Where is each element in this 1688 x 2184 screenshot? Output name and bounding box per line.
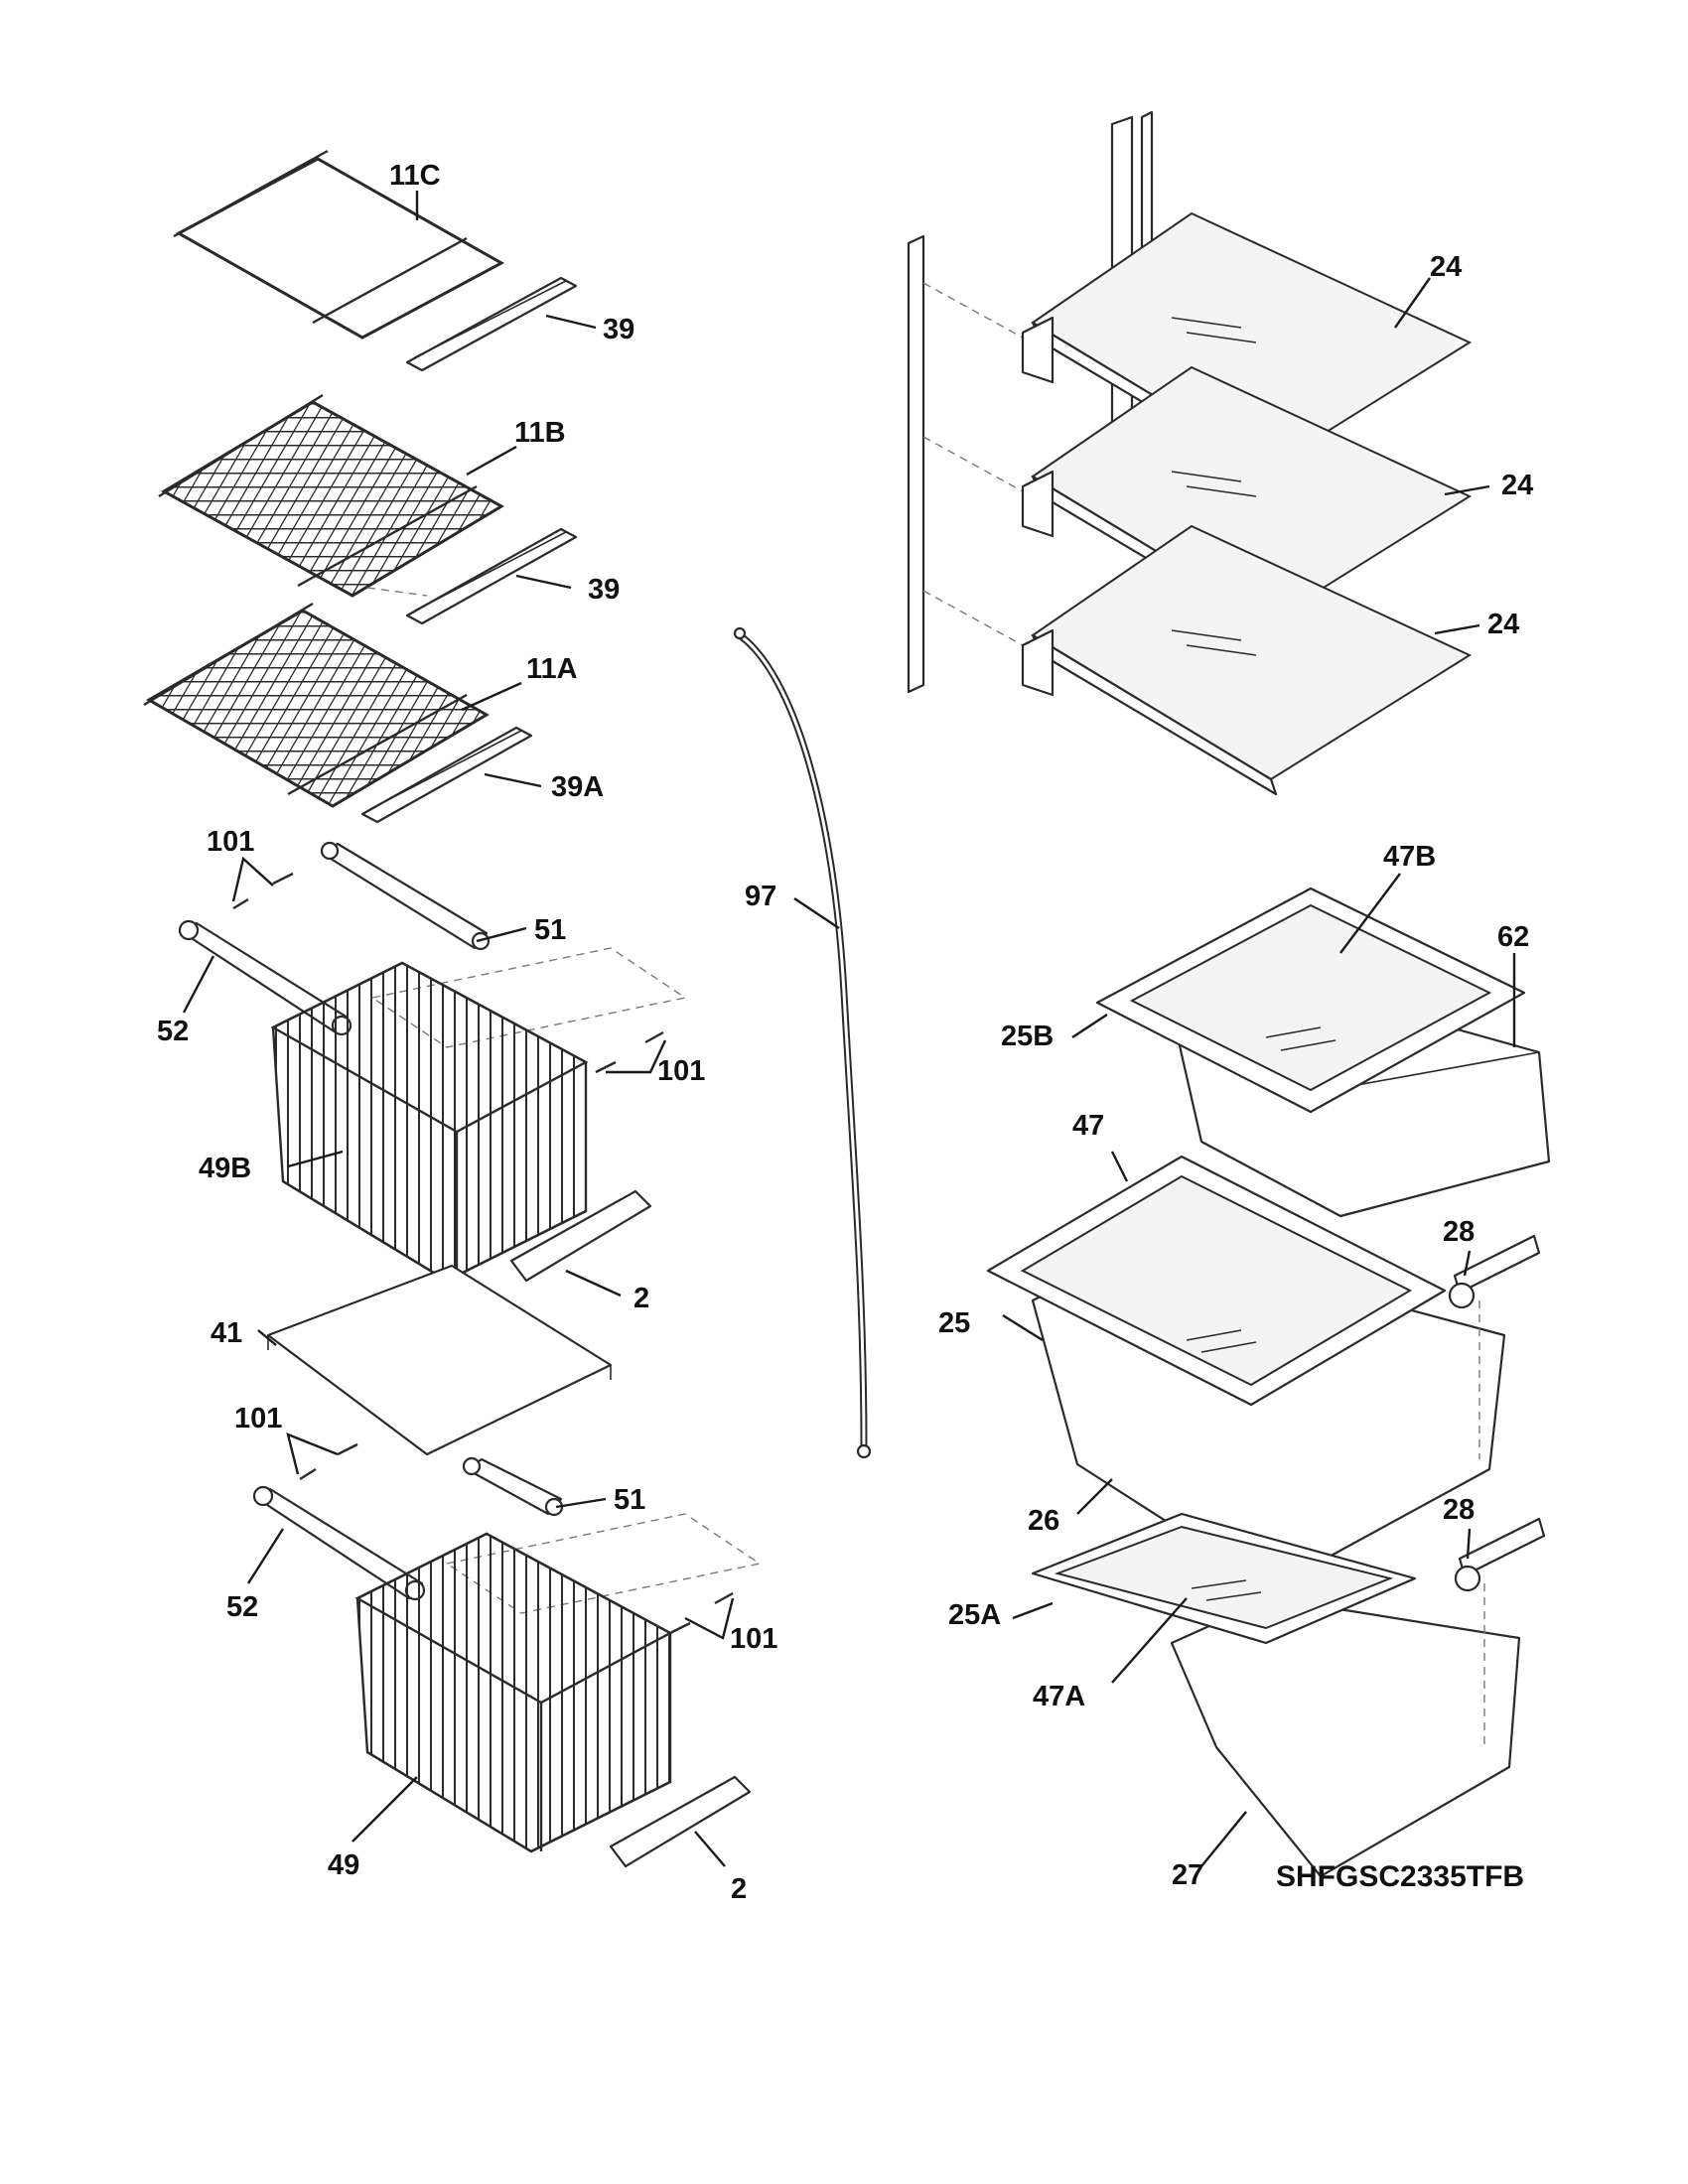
wire-shelf-11a [143, 602, 490, 808]
label-47a: 47A [1033, 1681, 1085, 1712]
label-39-mid: 39 [588, 574, 620, 606]
label-25: 25 [938, 1307, 970, 1339]
model-number: SHFGSC2335TFB [1276, 1860, 1524, 1893]
label-49: 49 [328, 1849, 359, 1881]
cover-25b-with-glass-47b [1095, 887, 1526, 1114]
label-52-top: 52 [157, 1016, 189, 1047]
slide-51-upper [320, 841, 491, 951]
bracket-28-lower [1454, 1517, 1546, 1592]
trim-2-upper [509, 1189, 652, 1283]
screw-101-upper-right [595, 1030, 664, 1074]
label-101-b: 101 [657, 1055, 705, 1087]
glass-shelf-24-bottom [1021, 524, 1473, 796]
trim-39a [360, 726, 533, 824]
trim-39-mid [405, 527, 578, 625]
leader-lines [182, 191, 1516, 1867]
crisper-pan-27 [1170, 1596, 1521, 1878]
guide-line-24-top [922, 282, 1024, 339]
label-39a: 39A [551, 771, 604, 803]
label-28-bottom: 28 [1443, 1494, 1475, 1526]
label-52-bottom: 52 [226, 1591, 258, 1623]
label-51-bottom: 51 [614, 1484, 645, 1516]
label-101-d: 101 [730, 1623, 777, 1655]
guide-line-24-mid [922, 436, 1024, 492]
label-97: 97 [745, 881, 776, 912]
label-2-top: 2 [633, 1283, 649, 1314]
wire-basket-49b [270, 947, 687, 1283]
label-11a: 11A [526, 653, 578, 685]
label-51-top: 51 [534, 914, 566, 946]
label-47b: 47B [1383, 841, 1436, 873]
label-24-top: 24 [1430, 251, 1462, 283]
sliding-shelf-41 [266, 1264, 613, 1456]
bracket-28-upper [1448, 1234, 1541, 1309]
guide-line-11b [366, 587, 428, 597]
screw-101-lower-right [669, 1591, 734, 1635]
guide-line-24-bottom [922, 590, 1024, 646]
label-41: 41 [211, 1317, 242, 1349]
label-25b: 25B [1001, 1021, 1054, 1052]
cover-25a-with-glass-47a [1031, 1512, 1417, 1645]
slide-51-lower [462, 1456, 564, 1517]
cover-25-with-glass-47 [986, 1155, 1447, 1407]
label-39-top: 39 [603, 314, 634, 345]
trim-39-top [405, 276, 578, 372]
label-27: 27 [1172, 1859, 1203, 1891]
label-101-a: 101 [207, 826, 254, 858]
label-49b: 49B [199, 1153, 251, 1184]
label-28-top: 28 [1443, 1216, 1475, 1248]
label-11b: 11B [514, 417, 566, 449]
wire-shelf-11c [173, 149, 505, 340]
label-24-mid: 24 [1501, 470, 1533, 501]
label-26: 26 [1028, 1505, 1059, 1537]
wire-shelf-11b [158, 393, 505, 598]
label-101-c: 101 [234, 1403, 282, 1434]
label-47: 47 [1072, 1110, 1104, 1142]
part-labels: 11C 39 11B 39 11A 39A 101 51 52 101 49B … [157, 160, 1533, 1905]
label-24-bottom: 24 [1487, 609, 1519, 640]
screw-101-lower [299, 1442, 358, 1481]
trim-2-lower [609, 1775, 752, 1868]
label-11c: 11C [389, 160, 441, 192]
tube-97 [733, 626, 872, 1459]
label-62: 62 [1497, 921, 1529, 953]
label-2-bottom: 2 [731, 1873, 747, 1905]
screw-101-upper [232, 872, 294, 910]
label-25a: 25A [948, 1599, 1001, 1631]
